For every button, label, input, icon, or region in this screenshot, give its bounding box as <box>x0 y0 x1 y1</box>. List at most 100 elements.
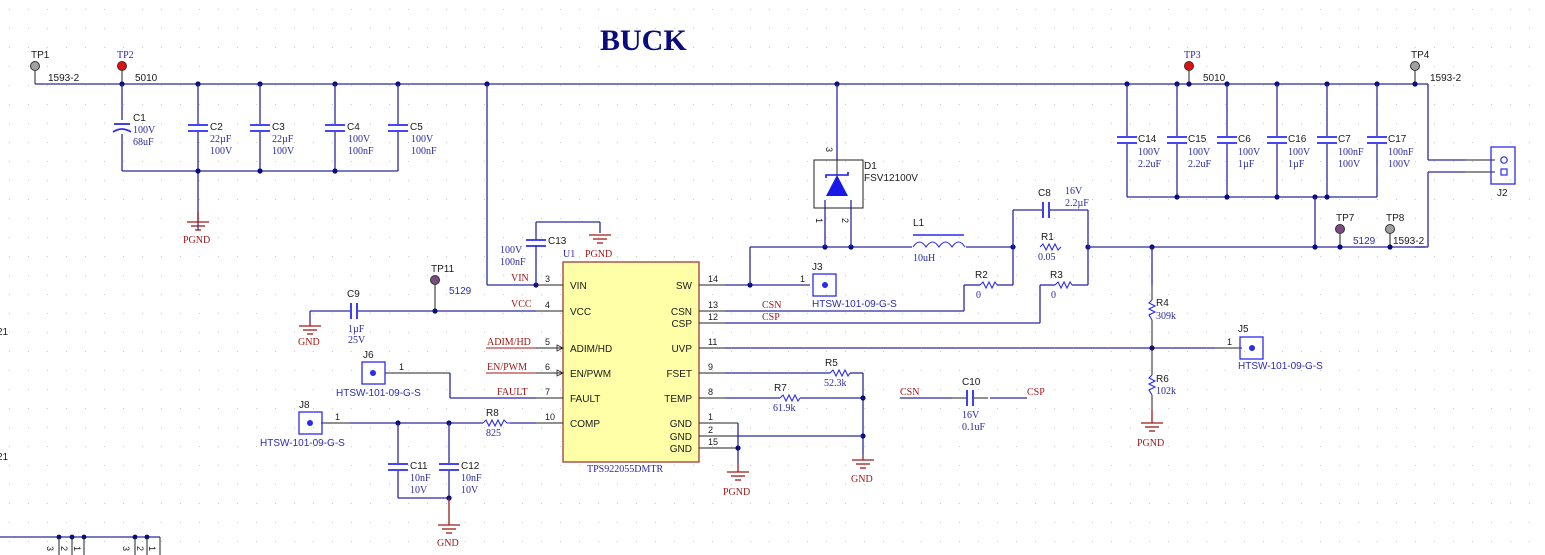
connector-j8[interactable]: J8 HTSW-101-09-G-S <box>260 400 345 449</box>
tp1-marker[interactable] <box>30 61 40 71</box>
c15-line2: 2.2uF <box>1188 159 1212 170</box>
c13-ref: C13 <box>548 236 567 247</box>
resistor-r8[interactable]: R8 825 <box>482 408 510 439</box>
j6-pin-1: 1 <box>399 362 404 372</box>
tp7-ref: TP7 <box>1336 213 1355 224</box>
tp4-pn: 1593-2 <box>1430 73 1462 84</box>
u1-pin-num-1: 1 <box>708 412 713 422</box>
resistor-r1[interactable]: R1 0.05 <box>1038 232 1062 263</box>
resistor-r2[interactable]: R2 0 <box>975 270 998 301</box>
capacitor-c4[interactable]: C4 100V 100nF <box>325 122 374 157</box>
tp8-pn: 1593-2 <box>1393 236 1425 247</box>
inductor-l1[interactable]: L1 10uH <box>912 218 1013 264</box>
l1-ref: L1 <box>913 218 925 229</box>
en-pwm-net: EN/PWM <box>486 362 536 374</box>
capacitor-c8[interactable]: C8 16V 2.2µF <box>1038 186 1089 218</box>
c4-value: 100nF <box>348 146 374 157</box>
u1-pin-num-9: 9 <box>708 362 713 372</box>
tp11-marker[interactable] <box>430 275 440 285</box>
capacitor-c3[interactable]: C3 22µF 100V <box>250 122 295 157</box>
connector-j2[interactable]: J2 <box>1490 146 1516 199</box>
fset-temp-net <box>699 372 866 455</box>
capacitor-c11[interactable]: C11 10nF 10V <box>388 461 431 496</box>
c13-value: 100nF <box>500 257 526 268</box>
tp7[interactable]: TP7 5129 <box>1335 213 1376 250</box>
tp3-pn: 5010 <box>1203 73 1226 84</box>
c3-ref: C3 <box>272 122 285 133</box>
pgnd-label-c13: PGND <box>585 249 612 260</box>
c13-voltage: 100V <box>500 245 523 256</box>
net-label-vcc: VCC <box>511 299 532 310</box>
tp4[interactable]: TP4 1593-2 <box>1410 50 1462 84</box>
c1-ref: C1 <box>133 113 146 124</box>
r8-value: 825 <box>486 428 501 439</box>
c9-value: 1µF <box>348 324 365 335</box>
c12-voltage: 10V <box>461 485 479 496</box>
capacitor-c9[interactable]: C9 1µF 25V <box>347 289 366 346</box>
u1-pin-num-2: 2 <box>708 425 713 435</box>
u1-pin-num-14: 14 <box>708 274 718 284</box>
r5-ref: R5 <box>825 358 838 369</box>
gnd-pins-net <box>699 422 863 463</box>
net-label-csn: CSN <box>762 300 781 311</box>
c4-ref: C4 <box>347 122 360 133</box>
c9-voltage: 25V <box>348 335 366 346</box>
net-label-fault: FAULT <box>497 387 528 398</box>
c5-voltage: 100V <box>411 134 434 145</box>
connector-j6[interactable]: J6 HTSW-101-09-G-S <box>336 350 421 399</box>
c1-value: 68uF <box>133 137 154 148</box>
capacitor-c1[interactable]: C1 100V 68uF <box>112 113 156 148</box>
capacitor-c2[interactable]: C2 22µF 100V <box>188 122 233 157</box>
c17-line1: 100nF <box>1388 147 1414 158</box>
c11-voltage: 10V <box>410 485 428 496</box>
capacitor-c10[interactable]: CSN CSP C10 16V 0.1uF <box>900 377 1045 433</box>
diode-d1[interactable]: 3 1 2 D1 FSV12100V <box>813 147 918 223</box>
capacitor-c13[interactable]: C13 100V 100nF <box>500 221 601 285</box>
u1-pin-num-7: 7 <box>545 387 550 397</box>
tp8[interactable]: TP8 1593-2 <box>1385 213 1425 250</box>
resistor-r6[interactable]: R6 102k <box>1147 374 1176 397</box>
tp2-marker[interactable] <box>117 61 127 71</box>
c5-ref: C5 <box>410 122 423 133</box>
tp3-ref: TP3 <box>1184 50 1201 61</box>
u1-pin-num-15: 15 <box>708 437 718 447</box>
c2-value: 22µF <box>210 134 232 145</box>
offpage-pin-2a: 2 <box>59 546 69 551</box>
c8-voltage: 16V <box>1065 186 1083 197</box>
offpage-pin-3a: 3 <box>45 546 55 551</box>
resistor-r7[interactable]: R7 61.9k <box>773 383 801 414</box>
c14-line1: 100V <box>1138 147 1161 158</box>
capacitor-c12[interactable]: C12 10nF 10V <box>439 461 482 496</box>
ic-u1[interactable]: U1 TPS922055DMTR 3VIN4VCC5ADIM/HD6EN/PWM… <box>536 249 718 475</box>
c1-voltage: 100V <box>133 125 156 136</box>
offpage-fragments: 21 21 3 2 1 3 2 1 <box>0 327 161 555</box>
resistor-r3[interactable]: R3 0 <box>1050 270 1073 301</box>
c17-ref: C17 <box>1388 134 1407 145</box>
r3-value: 0 <box>1051 290 1056 301</box>
u1-pin-name-csn-13: CSN <box>671 307 692 318</box>
c10-value: 0.1uF <box>962 422 986 433</box>
u1-pin-name-comp: COMP <box>570 419 600 430</box>
c2-voltage: 100V <box>210 146 233 157</box>
capacitor-c5[interactable]: C5 100V 100nF <box>388 122 437 157</box>
connector-j5[interactable]: J5 HTSW-101-09-G-S 1 <box>1227 324 1323 372</box>
j8-part: HTSW-101-09-G-S <box>260 438 345 449</box>
tp2-pn: 5010 <box>135 73 158 84</box>
c7-line1: 100nF <box>1338 147 1364 158</box>
u1-pin-name-uvp-11: UVP <box>671 344 692 355</box>
tp3[interactable]: TP3 5010 <box>1184 50 1226 84</box>
u1-pin-num-13: 13 <box>708 300 718 310</box>
c6-line2: 1µF <box>1238 159 1255 170</box>
offpage-pin-1a: 1 <box>72 546 82 551</box>
resistor-r5[interactable]: R5 52.3k <box>824 358 851 389</box>
resistor-r4[interactable]: R4 309k <box>1147 298 1176 322</box>
connector-j3[interactable]: J3 HTSW-101-09-G-S 1 <box>800 262 897 310</box>
